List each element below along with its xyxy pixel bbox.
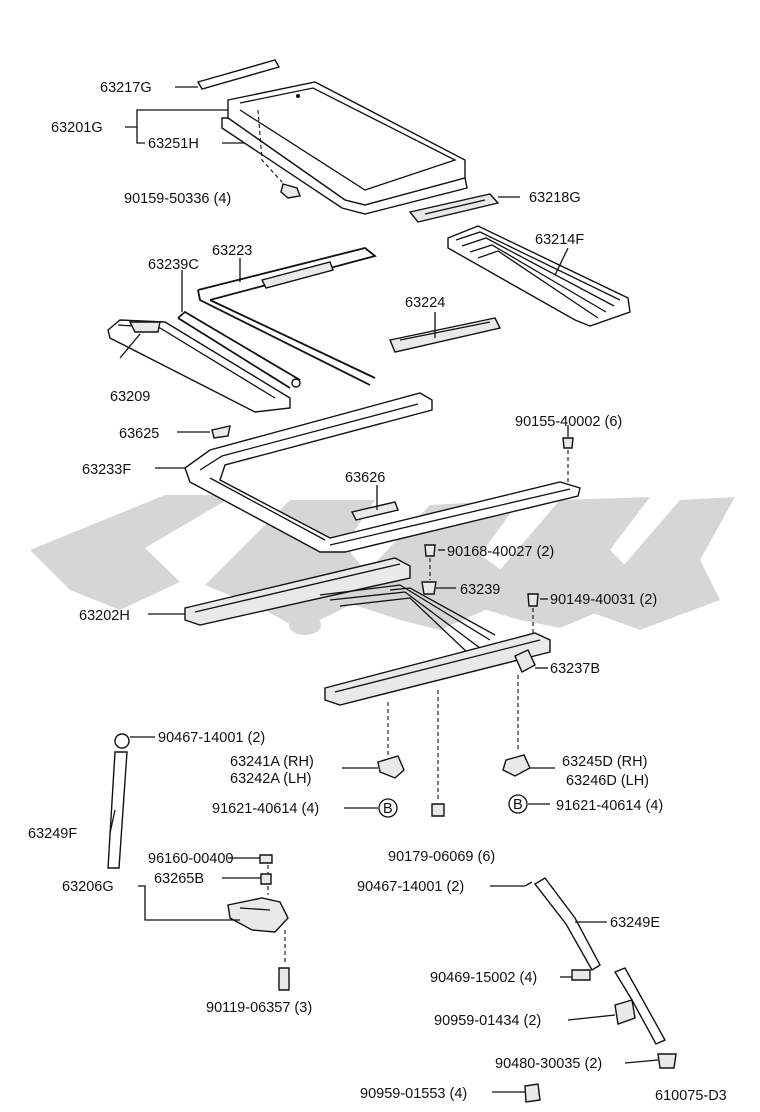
watermark-logo: [30, 495, 735, 635]
part-63214F-shade: [447, 225, 631, 327]
part-63626-bracket: [350, 501, 399, 521]
part-63223-frame: [197, 247, 377, 386]
label-90959b: 90959-01553 (4): [360, 1086, 467, 1102]
label-63237B: 63237B: [550, 661, 600, 677]
label-63626: 63626: [345, 470, 385, 486]
label-96160: 96160-00400: [148, 851, 233, 867]
label-90480: 90480-30035 (2): [495, 1056, 602, 1072]
label-63251H: 63251H: [148, 136, 199, 152]
part-63239C-guide: [177, 310, 301, 389]
label-90149: 90149-40031 (2): [550, 592, 657, 608]
part-90179-clip: [431, 803, 445, 817]
part-63224-rail: [389, 317, 502, 353]
mark-b-left-label: B: [383, 801, 393, 817]
label-63239: 63239: [460, 582, 500, 598]
label-63249E: 63249E: [610, 915, 660, 931]
label-90467b: 90467-14001 (2): [357, 879, 464, 895]
part-90155-screw: [562, 437, 574, 482]
part-63245D-bracket: [502, 754, 531, 777]
label-63242A: 63242A (LH): [230, 771, 311, 787]
part-63217G-strip: [196, 59, 281, 90]
part-63237B-bracket: [514, 649, 536, 673]
label-63217G: 63217G: [100, 80, 152, 96]
label-90179: 90179-06069 (6): [388, 849, 495, 865]
part-63209-deflector: [107, 319, 291, 413]
mark-b-right-label: B: [513, 797, 523, 813]
label-63249F: 63249F: [28, 826, 77, 842]
label-91621a: 91621-40614 (4): [212, 801, 319, 817]
label-63202H: 63202H: [79, 608, 130, 624]
label-63209: 63209: [110, 389, 150, 405]
mark-b-right: B: [508, 794, 528, 814]
part-labels: 63217G 63201G 63251H 90159-50336 (4) 632…: [28, 80, 727, 1104]
part-63249F-hose: [107, 733, 130, 869]
label-63233F: 63233F: [82, 462, 131, 478]
label-90159: 90159-50336 (4): [124, 191, 231, 207]
part-63202H-rails: [184, 557, 551, 706]
part-90168-bolt: [421, 544, 437, 595]
label-91621b: 91621-40614 (4): [556, 798, 663, 814]
label-63206G: 63206G: [62, 879, 114, 895]
label-63241A: 63241A (RH): [230, 754, 314, 770]
part-63218G-bracket: [408, 193, 500, 223]
label-63218G: 63218G: [529, 190, 581, 206]
part-63241A-bracket: [377, 755, 405, 779]
label-63224: 63224: [405, 295, 445, 311]
label-63245D: 63245D (RH): [562, 754, 647, 770]
mark-b-left: B: [378, 798, 398, 818]
label-90467a: 90467-14001 (2): [158, 730, 265, 746]
label-63265B: 63265B: [154, 871, 204, 887]
label-90155: 90155-40002 (6): [515, 414, 622, 430]
label-63625: 63625: [119, 426, 159, 442]
label-63223: 63223: [212, 243, 252, 259]
part-90149-bolt: [527, 593, 539, 640]
diagram-id: 610075-D3: [655, 1088, 727, 1104]
label-90119: 90119-06357 (3): [206, 1000, 312, 1016]
dashed-leaders: [267, 675, 519, 965]
label-63239C: 63239C: [148, 257, 199, 273]
part-63233F-housing: [184, 392, 581, 553]
label-63201G: 63201G: [51, 120, 103, 136]
label-90959a: 90959-01434 (2): [434, 1013, 541, 1029]
label-90469: 90469-15002 (4): [430, 970, 537, 986]
label-63246D: 63246D (LH): [566, 773, 649, 789]
part-90159-bolt: [257, 109, 301, 199]
label-63214F: 63214F: [535, 232, 584, 248]
leader-lines: [109, 86, 659, 1093]
part-63251H-frame: [221, 117, 468, 215]
label-90168: 90168-40027 (2): [447, 544, 554, 560]
part-63249E-hose: [524, 877, 677, 1103]
part-63206G-motor: [227, 854, 290, 991]
